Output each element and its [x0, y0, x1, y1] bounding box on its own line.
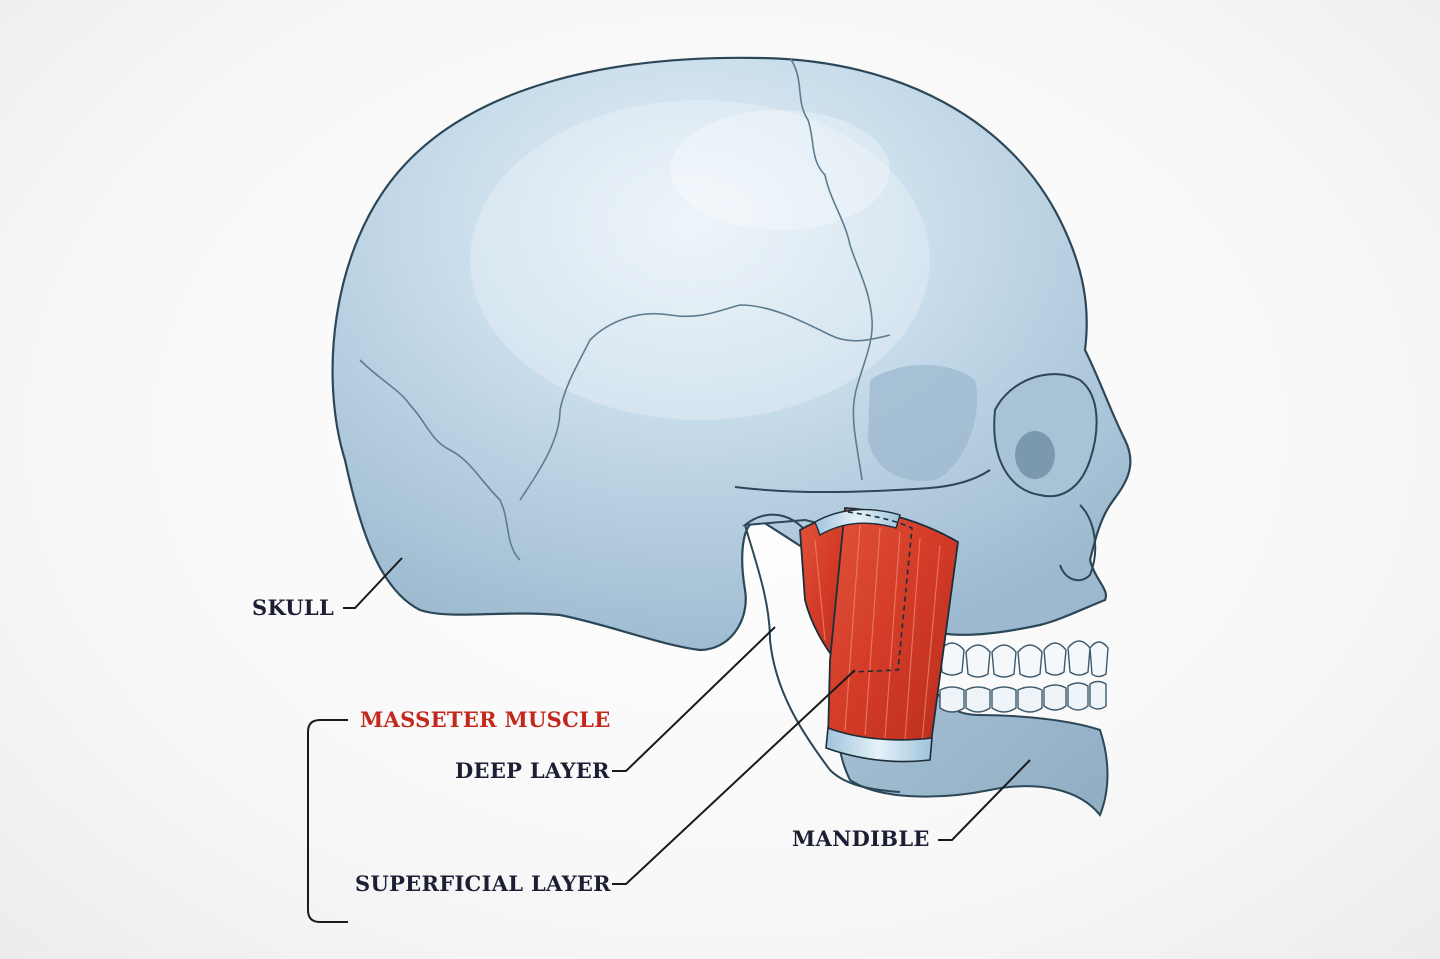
masseter-top-tendon: [814, 508, 901, 537]
orbit-hollow: [1015, 431, 1055, 479]
mandible-label: MANDIBLE: [792, 826, 930, 851]
lower-teeth: [939, 680, 1107, 713]
superficial-layer-leader: [612, 669, 856, 885]
deep-layer-label: DEEP LAYER: [455, 758, 610, 783]
superficial-layer-label: SUPERFICIAL LAYER: [355, 871, 611, 896]
leader-lines: [307, 557, 1031, 923]
masseter-muscle-label: MASSETER MUSCLE: [360, 707, 611, 732]
squamosal-suture: [519, 304, 891, 501]
masseter-bracket: [307, 719, 348, 923]
skull-label: SKULL: [252, 595, 334, 620]
masseter-tendon: [825, 726, 933, 763]
deep-layer-outline: [847, 511, 913, 673]
skull-cranium: [331, 56, 1132, 652]
lambdoid-suture: [359, 359, 521, 561]
coronal-suture: [789, 57, 873, 481]
cranium-highlight-2: [670, 110, 890, 230]
nasal-cavity: [1059, 504, 1097, 582]
skull-leader: [343, 557, 403, 609]
muscle-fibers: [814, 524, 941, 743]
temporal-fossa: [868, 365, 978, 481]
cranium-highlight: [470, 100, 930, 420]
deep-layer-leader: [612, 626, 776, 772]
mandible-ramus: [744, 524, 901, 793]
upper-teeth: [939, 640, 1109, 678]
zygomatic-arch: [734, 469, 991, 494]
mandible-leader: [938, 759, 1031, 841]
